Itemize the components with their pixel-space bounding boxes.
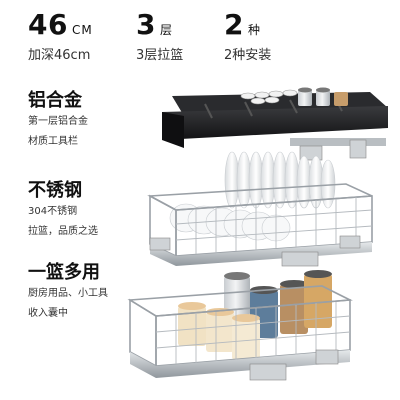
feature-stainless-title: 不锈钢 xyxy=(28,180,82,201)
spec-install: 2 种 2种安装 xyxy=(224,8,271,63)
feature-stainless-line-2: 拉篮，品质之选 xyxy=(28,226,98,237)
feature-aluminium-line-1: 第一层铝合金 xyxy=(28,116,88,127)
feature-stainless: 不锈钢 304不锈钢 拉篮，品质之选 xyxy=(28,180,98,242)
feature-aluminium-title: 铝合金 xyxy=(28,90,82,111)
feature-aluminium: 铝合金 第一层铝合金 材质工具栏 xyxy=(28,90,88,152)
steel-dish-basket xyxy=(147,151,373,267)
feature-multiuse-line-1: 厨房用品、小工具 xyxy=(28,288,108,299)
spec-install-caption: 2种安装 xyxy=(224,48,272,63)
aluminium-tool-tray xyxy=(162,87,388,161)
spec-layers: 3 层 3层拉篮 xyxy=(136,8,183,63)
spec-install-value: 2 xyxy=(224,8,244,41)
spec-install-unit: 种 xyxy=(247,23,260,37)
spec-layers-caption: 3层拉篮 xyxy=(136,48,184,63)
spec-depth-unit: CM xyxy=(71,23,93,37)
feature-multiuse-line-2: 收入囊中 xyxy=(28,308,68,319)
feature-aluminium-line-2: 材质工具栏 xyxy=(28,136,78,147)
spec-layers-value: 3 xyxy=(136,8,156,41)
spec-depth-caption: 加深46cm xyxy=(28,48,91,63)
spec-depth-value: 46 xyxy=(28,8,68,41)
feature-multiuse: 一篮多用 厨房用品、小工具 收入囊中 xyxy=(28,262,108,324)
spec-depth: 46 CM 加深46cm xyxy=(28,8,93,63)
multiuse-jar-basket xyxy=(127,270,353,381)
feature-stainless-line-1: 304不锈钢 xyxy=(28,206,78,217)
feature-multiuse-title: 一篮多用 xyxy=(28,262,100,283)
spec-layers-unit: 层 xyxy=(159,23,172,37)
